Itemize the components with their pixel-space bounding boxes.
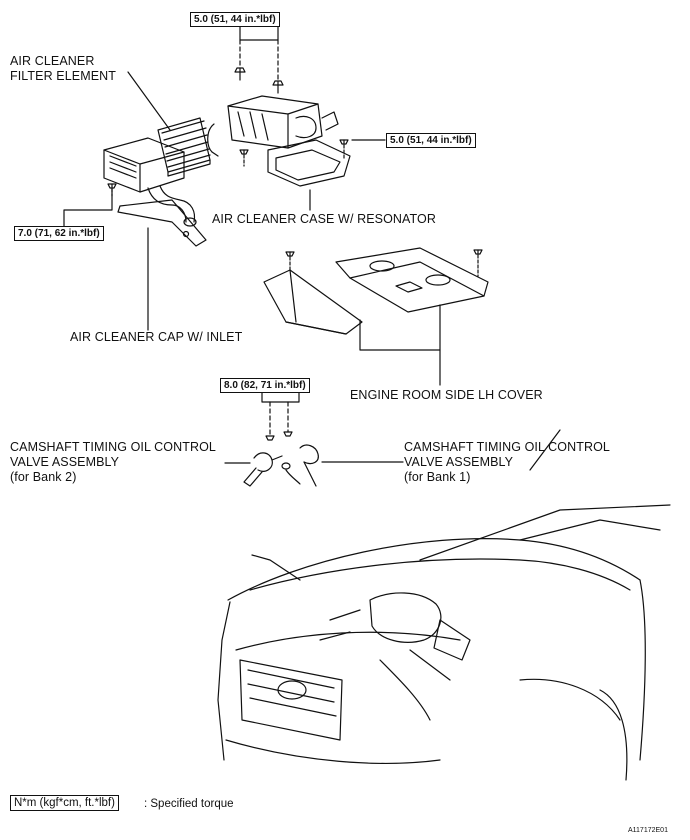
label-engine-room-side-cover: ENGINE ROOM SIDE LH COVER — [350, 388, 543, 402]
legend-unit-box: N*m (kgf*cm, ft.*lbf) — [10, 795, 119, 811]
engine-room-side-cover-drawing — [263, 247, 489, 335]
vehicle-drawing — [217, 429, 671, 781]
figure-code: A117172E01 — [628, 827, 668, 834]
air-cleaner-case-drawing — [207, 67, 351, 187]
torque-ocv: 8.0 (82, 71 in.*lbf) — [220, 378, 310, 393]
torque-cap: 7.0 (71, 62 in.*lbf) — [14, 226, 104, 241]
leader-lines — [63, 25, 441, 464]
torque-case-top: 5.0 (51, 44 in.*lbf) — [190, 12, 280, 27]
label-air-cleaner-filter-element: AIR CLEANER FILTER ELEMENT — [10, 54, 117, 83]
air-cleaner-cap-drawing — [103, 137, 207, 247]
label-air-cleaner-case: AIR CLEANER CASE W/ RESONATOR — [212, 212, 437, 226]
label-ocv-bank1: CAMSHAFT TIMING OIL CONTROL VALVE ASSEMB… — [404, 440, 610, 484]
air-cleaner-filter-element-drawing — [157, 117, 211, 177]
ocv-assemblies-drawing — [243, 431, 319, 487]
label-ocv-bank2: CAMSHAFT TIMING OIL CONTROL VALVE ASSEMB… — [10, 440, 216, 484]
label-air-cleaner-cap: AIR CLEANER CAP W/ INLET — [70, 330, 243, 344]
legend-text: : Specified torque — [144, 798, 234, 810]
torque-case-right: 5.0 (51, 44 in.*lbf) — [386, 133, 476, 148]
